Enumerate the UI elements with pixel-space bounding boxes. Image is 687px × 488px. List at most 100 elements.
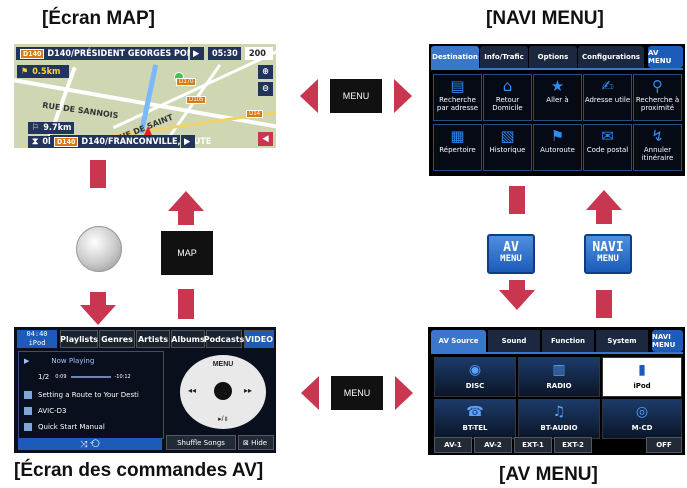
- tab-options[interactable]: Options: [529, 46, 577, 68]
- right-arrow-icon: [395, 376, 413, 410]
- bt-audio-button[interactable]: ♫ BT-AUDIO: [518, 399, 600, 439]
- shuffle-songs-button[interactable]: Shuffle Songs: [166, 435, 236, 450]
- play-icon: ▶: [24, 357, 30, 365]
- next-icon[interactable]: ▸▸: [244, 386, 253, 395]
- tab-av-source[interactable]: AV Source: [431, 330, 486, 352]
- cell-label: Aller à: [546, 96, 569, 104]
- av-command-screen[interactable]: 04:40 iPod Playlists Genres Artists Albu…: [14, 327, 276, 453]
- connector-bar: [178, 289, 194, 319]
- adresse-utile-button[interactable]: ✍ Adresse utile: [583, 74, 632, 121]
- list-item[interactable]: Quick Start Manual: [20, 419, 160, 435]
- next-street-bar: D140 D140/FRANCONVILLE,ROUTE: [50, 135, 211, 148]
- recherche-a-proximite-button[interactable]: ⚲ Recherche à proximité: [633, 74, 682, 121]
- tab-configurations[interactable]: Configurations: [578, 46, 644, 68]
- zoom-out-icon[interactable]: ⊖: [258, 82, 273, 96]
- disc-button[interactable]: ◉ DISC: [434, 357, 516, 397]
- off-button[interactable]: OFF: [646, 437, 682, 453]
- connector-bar: [178, 211, 194, 225]
- map-scale[interactable]: 200: [245, 47, 273, 60]
- recherche-par-adresse-button[interactable]: ▤ Recherche par adresse: [433, 74, 482, 121]
- directory-icon: ▦: [450, 127, 465, 145]
- connector-bar: [596, 290, 612, 318]
- m-cd-button[interactable]: ◎ M-CD: [602, 399, 682, 439]
- av-2-button[interactable]: AV-2: [474, 437, 512, 453]
- left-arrow-icon: [301, 376, 319, 410]
- elapsed-time: 0:09: [55, 374, 67, 380]
- cell-label: Adresse utile: [584, 96, 631, 104]
- av-menu-screen[interactable]: AV Source Sound Function System NAVI MEN…: [428, 327, 685, 455]
- knob-icon[interactable]: [76, 226, 122, 272]
- list-item[interactable]: Setting a Route to Your Desti: [20, 387, 160, 403]
- av-menu-hard-button[interactable]: AV MENU: [487, 234, 535, 274]
- back-arrow-icon[interactable]: ◀: [258, 132, 273, 146]
- ext-1-button[interactable]: EXT-1: [514, 437, 552, 453]
- av-menu-btn-bottom: MENU: [500, 254, 522, 264]
- checkered-flag-icon: ⚐: [32, 123, 40, 133]
- play-arrow-icon[interactable]: ▶: [190, 47, 204, 60]
- av-menu-button[interactable]: AV MENU: [648, 46, 683, 68]
- historique-button[interactable]: ▧ Historique: [483, 124, 532, 171]
- artist-icon: [24, 407, 32, 415]
- map-button[interactable]: MAP: [161, 231, 213, 275]
- wheel-menu-label[interactable]: MENU: [212, 361, 234, 368]
- tab-playlists[interactable]: Playlists: [60, 330, 98, 348]
- road-tag: D140: [20, 48, 45, 59]
- code-postal-button[interactable]: ✉ Code postal: [583, 124, 632, 171]
- play-arrow-icon[interactable]: ▶: [181, 135, 195, 148]
- cell-label: Autoroute: [540, 146, 575, 154]
- map-screen[interactable]: D105 D14 D170 RUE DE SANNOIS RUE DE SAIN…: [14, 44, 276, 148]
- play-pause-icon[interactable]: ▸/॥: [218, 416, 228, 423]
- repertoire-button[interactable]: ▦ Répertoire: [433, 124, 482, 171]
- hide-button[interactable]: ⊠ Hide: [238, 435, 274, 450]
- music-note-icon: ♫: [552, 404, 566, 420]
- tab-genres[interactable]: Genres: [99, 330, 135, 348]
- retour-domicile-button[interactable]: ⌂ Retour Domicile: [483, 74, 532, 121]
- down-arrow-icon: [499, 290, 535, 310]
- left-arrow-icon: [300, 79, 318, 113]
- ext-2-button[interactable]: EXT-2: [554, 437, 592, 453]
- tab-destination[interactable]: Destination: [431, 46, 479, 68]
- ipod-button[interactable]: ▮ iPod: [602, 357, 682, 397]
- cell-label: BT-AUDIO: [540, 424, 578, 432]
- tab-albums[interactable]: Albums: [171, 330, 205, 348]
- cell-label: Annuler itinéraire: [641, 146, 674, 162]
- navi-menu-button[interactable]: NAVI MENU: [652, 330, 683, 352]
- menu-button-top[interactable]: MENU: [330, 79, 382, 113]
- radio-button[interactable]: ▥ RADIO: [518, 357, 600, 397]
- click-wheel[interactable]: MENU ◂◂ ▸▸ ▸/॥: [180, 355, 266, 429]
- tab-sound[interactable]: Sound: [488, 330, 540, 352]
- flag-icon: ⚑: [21, 66, 29, 77]
- postal-code-icon: ✉: [601, 127, 614, 145]
- navi-menu-screen[interactable]: Destination Info/Trafic Options Configur…: [429, 44, 685, 176]
- tab-system[interactable]: System: [596, 330, 648, 352]
- autoroute-button[interactable]: ⚑ Autoroute: [533, 124, 582, 171]
- cancel-route-icon: ↯: [651, 127, 664, 145]
- center-button[interactable]: [214, 382, 232, 400]
- tab-info-trafic[interactable]: Info/Trafic: [480, 46, 528, 68]
- tab-underline: [431, 352, 683, 354]
- road-tag: D14: [246, 110, 264, 118]
- navi-menu-btn-bottom: MENU: [597, 254, 619, 264]
- previous-icon[interactable]: ◂◂: [188, 386, 197, 395]
- tab-underline: [431, 68, 683, 70]
- bt-tel-button[interactable]: ☎ BT-TEL: [434, 399, 516, 439]
- home-icon: ⌂: [502, 77, 513, 95]
- shuffle-repeat-icon[interactable]: ⤨ ⟲: [18, 438, 162, 450]
- av-menu-btn-top: AV: [503, 240, 519, 255]
- navi-menu-hard-button[interactable]: NAVI MENU: [584, 234, 632, 274]
- tab-function[interactable]: Function: [542, 330, 594, 352]
- hourglass-icon: ⧗: [32, 137, 39, 147]
- radio-icon: ▥: [552, 362, 566, 378]
- annuler-itineraire-button[interactable]: ↯ Annuler itinéraire: [633, 124, 682, 171]
- artist-name: AVIC-D3: [38, 407, 67, 415]
- tab-artists[interactable]: Artists: [136, 330, 170, 348]
- zoom-in-icon[interactable]: ⊕: [258, 65, 273, 79]
- menu-button-bottom[interactable]: MENU: [331, 376, 383, 410]
- av-1-button[interactable]: AV-1: [434, 437, 472, 453]
- list-item[interactable]: AVIC-D3: [20, 403, 160, 419]
- distance-value: 0.5km: [32, 66, 61, 77]
- right-arrow-icon: [394, 79, 412, 113]
- tab-podcasts[interactable]: Podcasts: [204, 330, 244, 348]
- tab-video[interactable]: VIDEO: [244, 330, 274, 348]
- aller-a-button[interactable]: ★ Aller à: [533, 74, 582, 121]
